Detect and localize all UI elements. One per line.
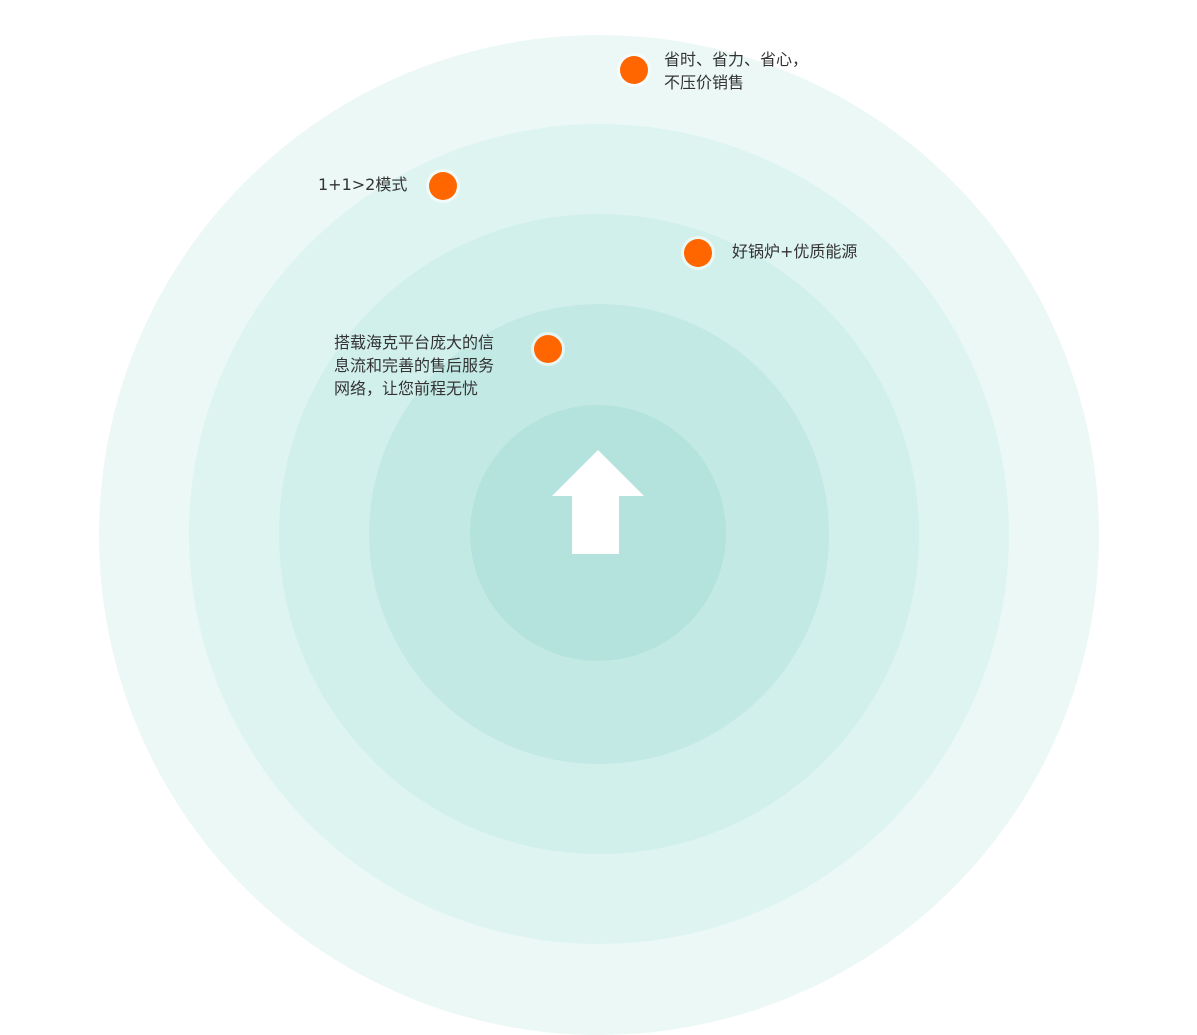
point-label-1-line-1: 省时、省力、省心，	[664, 50, 809, 69]
point-marker-1	[620, 56, 648, 84]
point-marker-4	[534, 335, 562, 363]
point-label-4: 搭载海克平台庞大的信 息流和完善的售后服务 网络，让您前程无忧	[334, 331, 494, 400]
point-label-2-line-1: 1+1>2模式	[318, 175, 408, 194]
point-label-4-line-1: 搭载海克平台庞大的信	[334, 333, 495, 352]
point-label-4-line-3: 网络，让您前程无忧	[334, 379, 479, 398]
point-label-4-line-2: 息流和完善的售后服务	[334, 356, 495, 375]
point-label-2: 1+1>2模式	[318, 173, 407, 196]
up-arrow-icon	[552, 450, 644, 554]
point-label-1-line-2: 不压价销售	[664, 73, 745, 92]
point-label-1: 省时、省力、省心， 不压价销售	[664, 48, 808, 94]
point-marker-3	[684, 239, 712, 267]
point-label-3: 好锅炉+优质能源	[732, 240, 857, 263]
point-marker-2	[429, 172, 457, 200]
point-label-3-line-1: 好锅炉+优质能源	[732, 242, 858, 261]
